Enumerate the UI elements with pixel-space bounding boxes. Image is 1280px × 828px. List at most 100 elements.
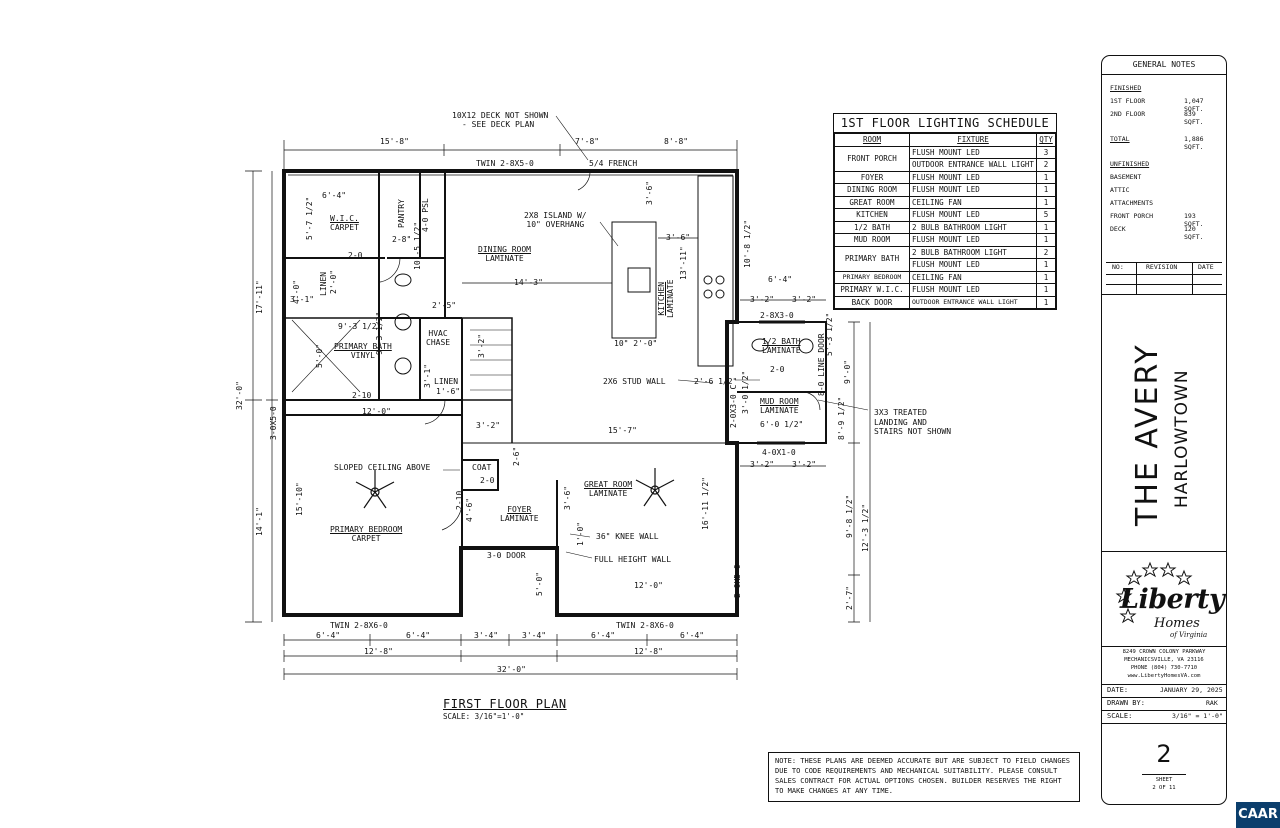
general-notes-title: GENERAL NOTES [1102, 56, 1226, 75]
full-height-note: FULL HEIGHT WALL [594, 555, 672, 564]
dim-bot-d: 3'-4" [522, 631, 547, 640]
project-name: THE AVERY [1130, 343, 1165, 526]
window-2050: 2-0X5-0 [733, 564, 742, 598]
dim-mud-door: 2-0 [770, 365, 785, 374]
sheet-of: 2 OF 11 [1152, 785, 1176, 791]
company-phone: PHONE (804) 730-7710 [1130, 665, 1198, 671]
window-3050: 3-0X5-0 [269, 406, 278, 440]
company-address-1: 8249 CROWN COLONY PARKWAY [1122, 649, 1206, 655]
drawn-by-value: RAK [1206, 699, 1218, 707]
dim-b-5-0: 5'-0" [315, 343, 324, 368]
room-coat: COAT [472, 463, 492, 472]
dim-coat-2-6: 2-6" [512, 446, 521, 466]
dim-hall-3-2: 3'-2" [476, 421, 501, 430]
notes-finished: FINISHED [1110, 84, 1142, 92]
dim-top-a: 15'-8" [380, 137, 409, 146]
dim-mud-b: 3'-2" [792, 460, 817, 469]
knee-wall-note: 36" KNEE WALL [596, 532, 659, 541]
dim-bath-2-0: 2-0 [348, 251, 363, 260]
stud-wall-note: 2X6 STUD WALL [603, 377, 666, 386]
dim-b-2-0: 2'-0" [329, 269, 338, 294]
dim-pb-w: 9'-3 1/2" [338, 322, 382, 331]
window-twin-bl: TWIN 2-8X6-0 [330, 621, 388, 630]
dim-right-b: 12'-3 1/2" [861, 503, 870, 552]
dim-bot-h: 12'-8" [634, 647, 663, 656]
dim-bath-3-1b: 3'-1" [423, 363, 432, 388]
dim-pantry: 4-0 PSL [421, 198, 430, 232]
deck-note: 10X12 DECK NOT SHOWN [452, 111, 549, 120]
window-twin-br: TWIN 2-8X6-0 [616, 621, 674, 630]
room-pantry: PANTRY [397, 199, 406, 228]
logo-liberty: Liberty [1120, 584, 1225, 615]
dim-hb-a: 3'-2" [750, 295, 775, 304]
caar-watermark: CAAR [1236, 802, 1280, 828]
dim-hb-g: 8'-9 1/2" [837, 396, 846, 440]
company-address-2: MECHANICSVILLE, VA 23116 [1124, 657, 1204, 663]
revision-header: REVISION [1146, 263, 1178, 271]
notes-attic: ATTIC [1110, 186, 1130, 194]
window-2030: 2-0X3-0 C [729, 384, 738, 428]
foyer-door: 3-0 DOOR [487, 551, 526, 560]
project-subtitle: HARLOWTOWN [1172, 369, 1192, 508]
revision-date-header: DATE [1198, 263, 1214, 271]
dim-foyer-5-0: 5'-0" [535, 571, 544, 596]
drawn-by-label: DRAWN BY: [1107, 699, 1145, 707]
dim-left-c: 14'-1" [255, 507, 264, 536]
dim-mud-w: 6'-0 1/2" [760, 420, 804, 429]
dim-dining-h: 10'-5 1/2" [413, 221, 422, 270]
dim-hall-w: 15'-7" [608, 426, 637, 435]
dim-coat-2-0: 2-0 [480, 476, 495, 485]
deck-note-2: - SEE DECK PLAN [462, 120, 535, 129]
dim-bot-total: 32'-0" [497, 665, 526, 674]
window-2830: 2-8X3-0 [760, 311, 794, 320]
dim-gr-3-6: 3'-6" [563, 485, 572, 510]
scale-value: 3/16" = 1'-0" [1172, 712, 1223, 720]
schedule-title: 1ST FLOOR LIGHTING SCHEDULE [834, 114, 1056, 133]
dim-mud-a: 3'-2" [750, 460, 775, 469]
plan-title: FIRST FLOOR PLAN [443, 697, 567, 711]
dim-gr-1: 1'-0" [576, 521, 585, 546]
dim-hb-b: 3'-2" [792, 295, 817, 304]
dim-bot-a: 6'-4" [316, 631, 341, 640]
window-4010: 4-0X1-0 [762, 448, 796, 457]
dim-hb-c: 2'-6 1/2" [694, 377, 738, 386]
dim-bot-e: 6'-4" [591, 631, 616, 640]
dim-dining-w: 14'-3" [514, 278, 543, 287]
dim-top-c: 8'-8" [664, 137, 689, 146]
dim-isl-b: 3'-6" [666, 233, 691, 242]
plan-scale: SCALE: 3/16"=1'-0" [443, 712, 525, 721]
date-label: DATE: [1107, 686, 1129, 694]
dim-bed-2-10: 2-10 [352, 391, 372, 400]
room-linen2: LINEN [319, 271, 328, 296]
sheet-number: 2 [1156, 740, 1172, 768]
dim-k-13: 13'-11" [679, 246, 688, 280]
dim-top-b: 7'-8" [575, 137, 600, 146]
header-room: ROOM [834, 133, 910, 147]
door-8-0-line: 8-0 LINE DOOR [817, 333, 826, 396]
dim-right-a: 9'-8 1/2" [845, 494, 854, 538]
liberty-star-logo-icon [1115, 561, 1193, 624]
revision-no-header: NO: [1112, 263, 1124, 271]
lighting-schedule: 1ST FLOOR LIGHTING SCHEDULE ROOM FIXTURE… [833, 113, 1057, 310]
disclaimer-note: NOTE: THESE PLANS ARE DEEMED ACCURATE BU… [768, 752, 1080, 802]
dim-wic-w: 6'-4" [322, 191, 347, 200]
